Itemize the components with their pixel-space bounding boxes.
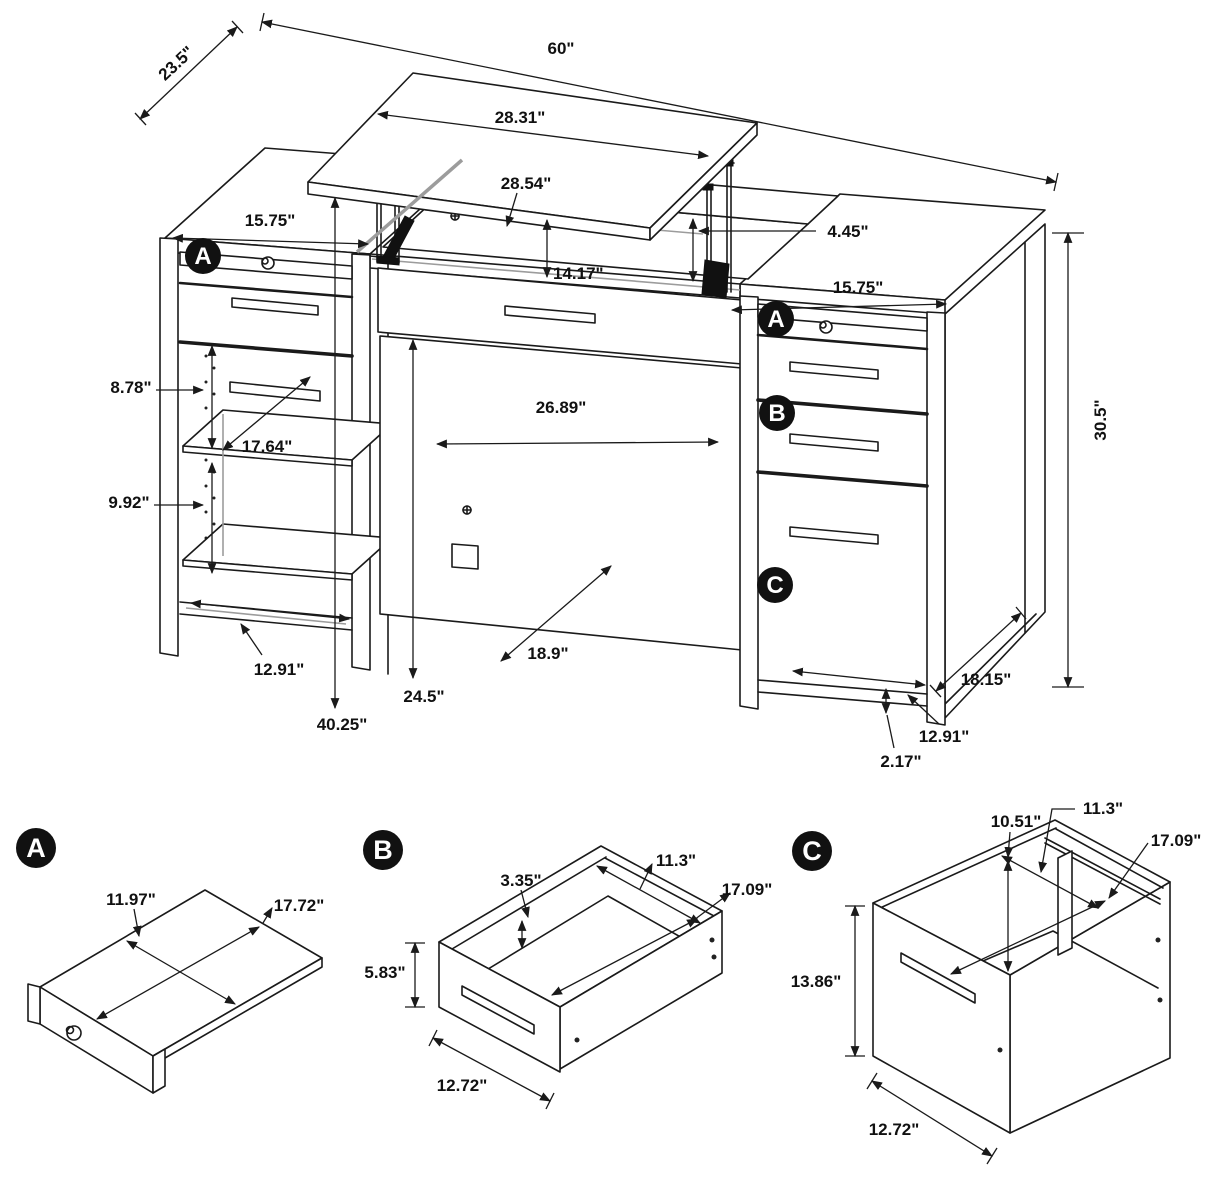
svg-text:A: A: [194, 243, 211, 270]
dim-c-front-width: 12.72": [869, 1120, 920, 1139]
dim-shelf-gap-upper: 8.78": [110, 378, 151, 397]
dim-c-inner-width: 11.3": [1083, 799, 1123, 818]
dim-right-top-width: 15.75": [833, 278, 884, 297]
dim-knee-space-depth: 18.9": [527, 644, 568, 663]
center-section: [377, 267, 743, 651]
svg-text:B: B: [768, 400, 785, 427]
dim-c-inner-depth: 17.09": [1151, 831, 1202, 850]
detail-c-file-drawer: C 10.51" 11.3" 17.09" 13.86" 12.72": [791, 799, 1202, 1165]
dim-lift-clearance: 4.45": [827, 222, 868, 241]
dim-b-front-width: 12.72": [437, 1076, 488, 1095]
dim-b-inner-depth: 17.09": [722, 880, 773, 899]
dim-overall-width: 60": [548, 39, 575, 58]
lift-mechanism-left: [373, 201, 415, 266]
dim-shelf-diagonal: 17.64": [242, 437, 293, 456]
dim-right-pedestal-width: 12.91": [919, 727, 970, 746]
left-drawer-handle: [231, 297, 319, 316]
screw-icon: [462, 505, 472, 515]
dim-lift-top-height: 40.25": [317, 715, 368, 734]
main-view: A A B C 60" 23.5" 28.31" 28.54" 14.17" 1…: [108, 12, 1110, 771]
dim-b-side-height: 3.35": [500, 871, 541, 890]
dim-knee-space-height: 24.5": [403, 687, 444, 706]
dim-overall-height: 30.5": [1091, 399, 1110, 440]
dim-left-pedestal-width: 12.91": [254, 660, 305, 679]
dim-lift-top-width: 28.31": [495, 108, 546, 127]
dim-lift-opening-depth: 14.17": [553, 264, 604, 283]
dim-shelf-gap-lower: 9.92": [108, 493, 149, 512]
callout-a-left: A: [185, 238, 221, 274]
detail-a-pullout-tray: A 11.97" 17.72": [16, 828, 325, 1094]
drawer-handle: [461, 985, 535, 1035]
file-handle: [900, 952, 976, 1004]
svg-text:B: B: [373, 835, 393, 865]
left-front-leg: [159, 237, 179, 657]
center-drawer-handle: [504, 305, 596, 324]
dim-b-front-height: 5.83": [364, 963, 405, 982]
svg-text:C: C: [766, 572, 783, 599]
right-drawer1-handle: [789, 361, 879, 380]
detail-a-dimensions: [96, 907, 273, 1020]
dim-lift-opening-width: 28.54": [501, 174, 552, 193]
file-divider: [1057, 850, 1073, 956]
dim-c-inner-height: 10.51": [991, 812, 1042, 831]
dim-knee-space-width: 26.89": [536, 398, 587, 417]
dim-c-front-height: 13.86": [791, 972, 842, 991]
detail-a-badge: A: [16, 828, 56, 868]
detail-b-badge: B: [363, 830, 403, 870]
dim-overall-depth: 23.5": [155, 42, 198, 84]
right-drawer2-handle: [789, 433, 879, 452]
svg-text:A: A: [26, 833, 46, 863]
knee-back-panel: [379, 335, 743, 651]
detail-c-badge: C: [792, 831, 832, 871]
callout-a-right: A: [758, 301, 794, 337]
detail-c-dimensions: [845, 808, 1149, 1165]
callout-b: B: [759, 395, 795, 431]
file-drawer-handle: [789, 526, 879, 545]
dim-tray-depth: 11.97": [106, 890, 156, 909]
dim-b-inner-width: 11.3": [656, 851, 696, 870]
dim-side-depth: 18.15": [961, 670, 1012, 689]
dim-toe-kick-height: 2.17": [880, 752, 921, 771]
svg-text:A: A: [767, 306, 784, 333]
right-side-panel: [944, 223, 1046, 719]
rear-foot-block: [451, 543, 479, 570]
dim-tray-diagonal: 17.72": [274, 896, 325, 915]
svg-text:C: C: [802, 836, 822, 866]
detail-b-dimensions: [405, 863, 731, 1110]
callout-c: C: [757, 567, 793, 603]
detail-b-box-drawer: B 3.35" 11.3" 17.09" 5.83" 12.72": [363, 830, 773, 1110]
right-pedestal: [756, 303, 929, 707]
dim-left-top-width: 15.75": [245, 211, 296, 230]
